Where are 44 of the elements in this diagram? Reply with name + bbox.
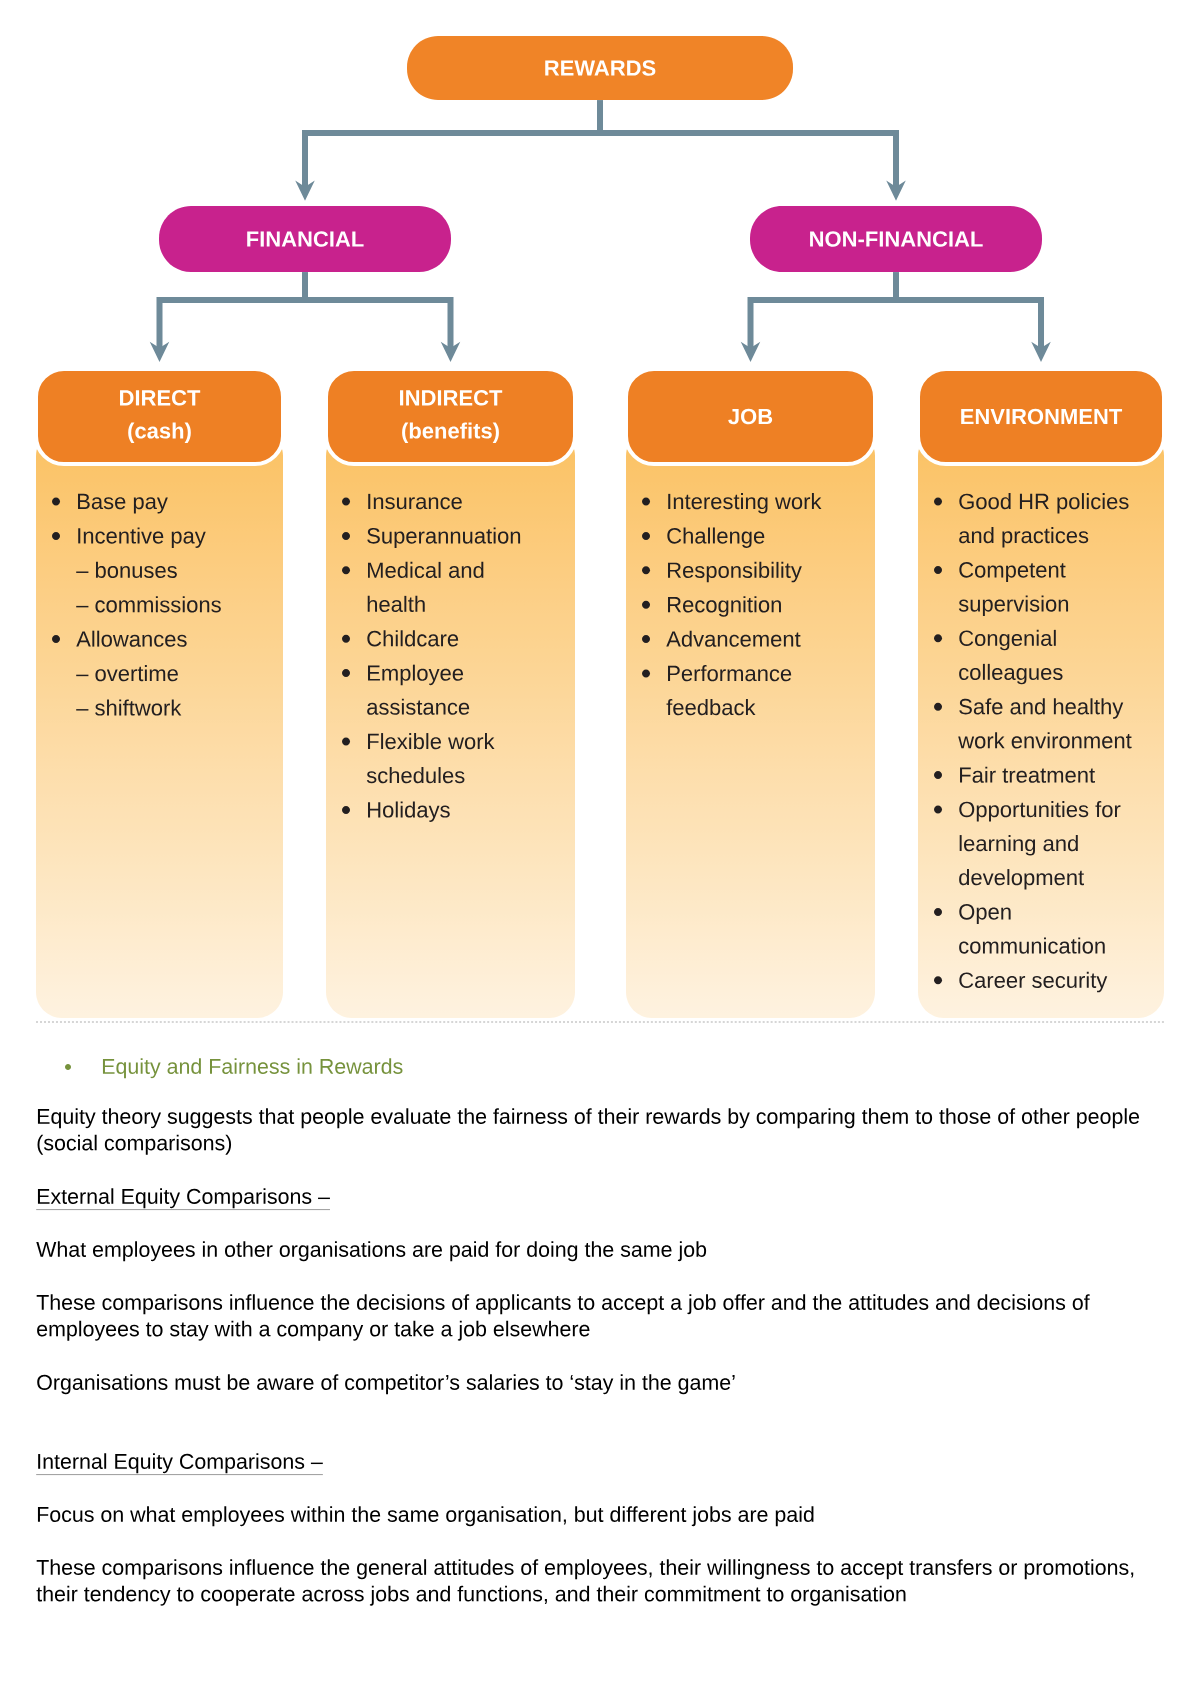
paragraph-text: Organisations must be aware of competitor’s salaries to ‘stay in the game’ (37, 1374, 735, 1395)
list-item: Safe and healthy work environment (958, 698, 1132, 749)
paragraph-text: These comparisons influence the decisions of applicants to accept a job offer and the attitudes and decisions of employees to stay with a company or take a job elsewhere (36, 1294, 1090, 1341)
list-item: Competent supervision (958, 562, 1069, 616)
bullet-heading: Equity and Fairness in Rewards (102, 1058, 403, 1079)
list-item: Base pay (78, 493, 168, 514)
paragraph-text: These comparisons influence the general attitudes of employees, their willingness to accept transfers or promotions, their tendency to cooperate across jobs and functions, and their commitment to organisation (36, 1559, 1134, 1606)
list-item: Challenge (667, 527, 765, 548)
list-item: Career security (959, 971, 1108, 993)
category-header: JOB (624, 367, 877, 466)
list-item: Performance feedback (666, 665, 792, 716)
paragraph-text: Focus on what employees within the same organisation, but different jobs are paid (37, 1506, 814, 1527)
list-item: Good HR policies and practices (959, 493, 1129, 548)
title-pill: REWARDS (407, 36, 793, 100)
list-item: Allowances (76, 630, 187, 647)
list-item: Opportunities for learning and development (959, 801, 1121, 890)
list-item: Holidays (368, 801, 450, 822)
list-item: Open communication (959, 904, 1105, 954)
list-item: Flexible work schedules (366, 733, 495, 784)
list-item: Incentive pay (78, 527, 206, 548)
list-item: Superannuation (367, 527, 521, 548)
list-item: Congenial colleagues (959, 629, 1063, 685)
list-item: Responsibility (668, 561, 802, 583)
section-heading: External Equity Comparisons – (36, 1188, 331, 1210)
list-item: Insurance (368, 493, 462, 510)
category-pill: NON-FINANCIAL (750, 206, 1042, 272)
list-item: – commissions (76, 596, 221, 613)
list-item: Fair treatment (960, 766, 1095, 783)
category-header: INDIRECT (benefits) (324, 367, 577, 466)
category-pill: FINANCIAL (159, 206, 451, 272)
category-header: ENVIRONMENT (916, 367, 1166, 466)
list-item: Interesting work (668, 493, 822, 514)
paragraph-text: Equity theory suggests that people evaluate the fairness of their rewards by comparing them to those of other people (social comparisons) (37, 1108, 1140, 1155)
list-item: – bonuses (76, 561, 177, 578)
list-item: – overtime (76, 665, 178, 682)
list-item: Childcare (367, 630, 459, 647)
list-item: Employee assistance (367, 664, 470, 715)
list-item: Medical and health (367, 561, 484, 612)
list-item: Recognition (668, 596, 781, 617)
section-heading: Internal Equity Comparisons – (36, 1453, 324, 1475)
list-item: – shiftwork (76, 699, 182, 716)
list-item: Advancement (666, 630, 801, 647)
category-header: DIRECT (cash) (34, 367, 285, 466)
paragraph-text: What employees in other organisations are paid for doing the same job (36, 1241, 707, 1262)
